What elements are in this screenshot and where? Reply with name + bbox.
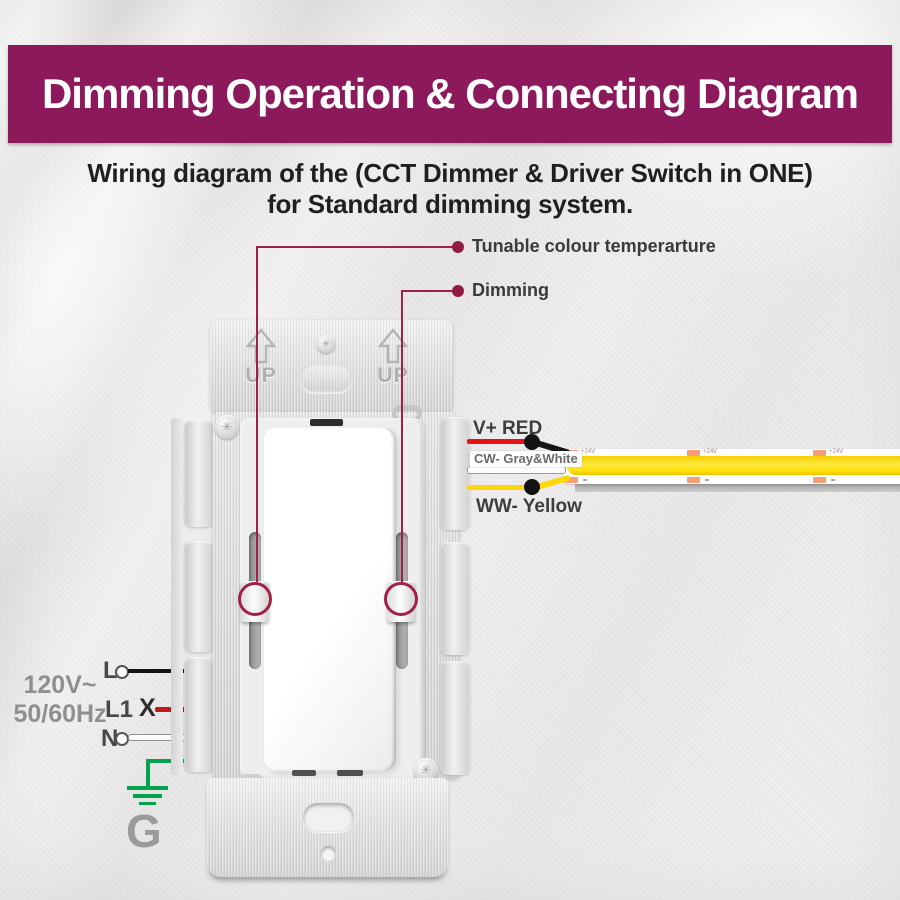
mounting-wing-right bbox=[440, 417, 470, 530]
led-strip: +24V +24V +24V bbox=[563, 449, 900, 484]
callout-dot bbox=[452, 241, 464, 253]
terminal-label-line: L bbox=[103, 657, 118, 684]
top-air-gap-slot bbox=[310, 419, 343, 426]
supply-voltage: 120V~ bbox=[23, 671, 97, 699]
supply-rating: 120V~ 50/60Hz bbox=[8, 671, 112, 729]
screw-top-icon: ✳ bbox=[317, 335, 335, 353]
callout-label-cct: Tunable colour temperarture bbox=[472, 236, 716, 256]
no-connect-x-mark: X bbox=[139, 694, 156, 722]
line-terminal bbox=[115, 665, 129, 679]
ww-wire-yellow bbox=[467, 485, 529, 490]
ground-wire-vertical bbox=[146, 759, 150, 787]
mounting-wing-left bbox=[184, 420, 214, 527]
solder-pad bbox=[687, 450, 700, 456]
callout-line-cct-vertical bbox=[256, 246, 258, 582]
pad-voltage-marking: +24V bbox=[581, 449, 596, 455]
callout-line-dimming bbox=[402, 290, 461, 292]
supply-frequency: 50/60Hz bbox=[13, 700, 107, 728]
wire-label-cw: CW- Gray&White bbox=[470, 451, 582, 467]
wire-label-ww: WW- Yellow bbox=[476, 496, 582, 517]
callout-dot bbox=[452, 285, 464, 297]
pad-minus-mark bbox=[705, 479, 709, 481]
subtitle-line1: Wiring diagram of the (CCT Dimmer & Driv… bbox=[87, 158, 813, 188]
solder-pad bbox=[813, 450, 826, 456]
mounting-wing-right bbox=[440, 661, 470, 775]
rocker-paddle bbox=[264, 427, 396, 771]
cct-knob-highlight-circle bbox=[238, 582, 272, 616]
ground-symbol-bar1 bbox=[127, 786, 168, 790]
title-banner: Dimming Operation & Connecting Diagram bbox=[8, 45, 892, 143]
up-arrow-icon bbox=[246, 328, 276, 364]
mounting-wing-right bbox=[440, 542, 470, 655]
strap-oval-hole bbox=[303, 803, 354, 832]
paddle-bottom-tick bbox=[292, 770, 316, 776]
solder-pad bbox=[687, 477, 700, 483]
neutral-terminal bbox=[115, 732, 129, 746]
pad-voltage-marking: +24V bbox=[829, 449, 844, 455]
vplus-wire-red bbox=[467, 439, 529, 444]
screw-left-icon: ✳ bbox=[215, 415, 239, 439]
up-label-left: UP bbox=[245, 364, 277, 387]
mounting-wing-left bbox=[184, 541, 214, 652]
subtitle: Wiring diagram of the (CCT Dimmer & Driv… bbox=[0, 158, 900, 220]
wire-joint-dot bbox=[524, 434, 540, 450]
solder-pad bbox=[565, 477, 578, 483]
pad-minus-mark bbox=[583, 479, 587, 481]
strip-shadow bbox=[575, 484, 900, 492]
strap-edge-left bbox=[171, 418, 183, 775]
callout-line-dimming-vertical bbox=[401, 290, 403, 582]
solder-pad bbox=[813, 477, 826, 483]
up-label-right: UP bbox=[377, 364, 409, 387]
wire-joint-dot bbox=[524, 479, 540, 495]
up-arrow-icon bbox=[378, 328, 408, 364]
terminal-label-neutral: N bbox=[101, 725, 119, 752]
subtitle-line2: for Standard dimming system. bbox=[267, 189, 633, 219]
strap-round-hole bbox=[321, 846, 336, 861]
paddle-bottom-tick bbox=[337, 770, 363, 776]
dimming-knob-highlight-circle bbox=[384, 582, 418, 616]
mounting-wing-left bbox=[184, 657, 214, 772]
cob-led-band bbox=[567, 456, 900, 475]
wire-label-vplus: V+ RED bbox=[473, 418, 543, 439]
callout-label-dimming: Dimming bbox=[472, 280, 550, 300]
embossed-oval bbox=[299, 363, 353, 394]
pad-minus-mark bbox=[831, 479, 835, 481]
ground-symbol-bar3 bbox=[139, 802, 156, 805]
page-title: Dimming Operation & Connecting Diagram bbox=[41, 70, 859, 117]
cw-wire-white bbox=[467, 466, 566, 474]
callout-line-cct bbox=[257, 246, 461, 248]
ground-symbol-bar2 bbox=[133, 794, 162, 798]
terminal-label-load: L1 bbox=[105, 696, 134, 723]
pad-voltage-marking: +24V bbox=[703, 449, 718, 455]
ground-label: G bbox=[126, 805, 162, 857]
